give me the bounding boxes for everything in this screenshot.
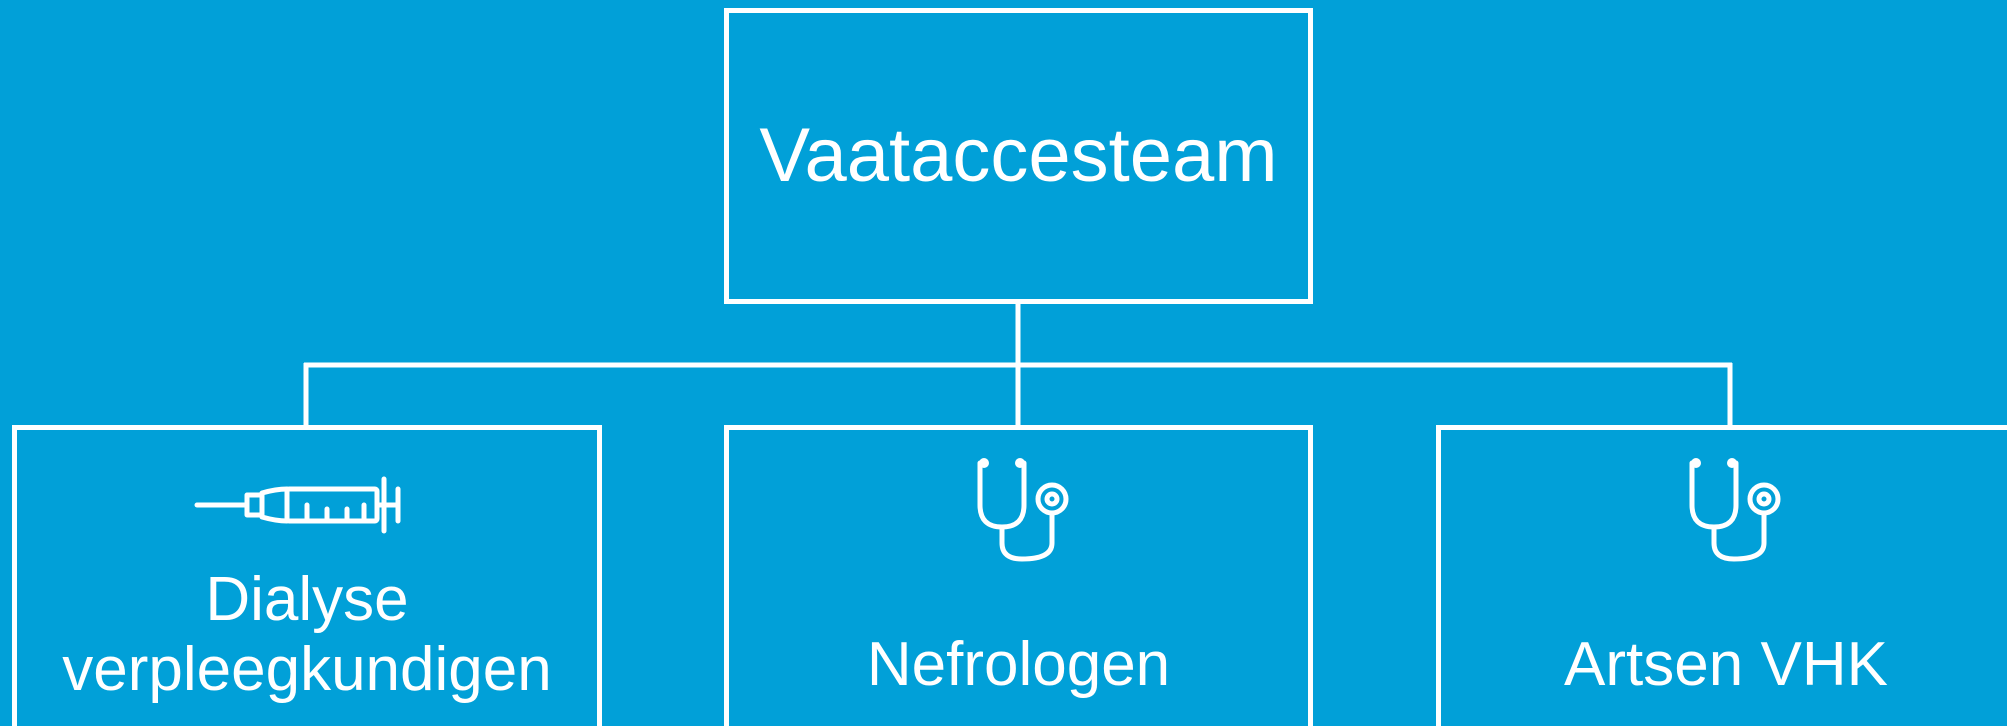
stethoscope-icon — [1689, 458, 1781, 562]
stethoscope-icon — [977, 458, 1069, 562]
child-node-label: Dialyse verpleegkundigen — [17, 565, 597, 705]
syringe-icon — [194, 476, 401, 534]
child-node-label: Nefrologen — [866, 630, 1171, 699]
child-node-nefrologen: Nefrologen — [724, 425, 1313, 726]
child-node-label: Artsen VHK — [1564, 630, 1888, 699]
child-node-label-line2: verpleegkundigen — [62, 635, 552, 704]
root-node-label: Vaataccesteam — [759, 113, 1278, 198]
root-node-box: Vaataccesteam — [724, 8, 1313, 304]
child-node-artsen-vhk: Artsen VHK — [1436, 425, 2007, 726]
child-node-label-line1: Dialyse — [205, 565, 409, 634]
child-node-dialyse: Dialyse verpleegkundigen — [12, 425, 602, 726]
